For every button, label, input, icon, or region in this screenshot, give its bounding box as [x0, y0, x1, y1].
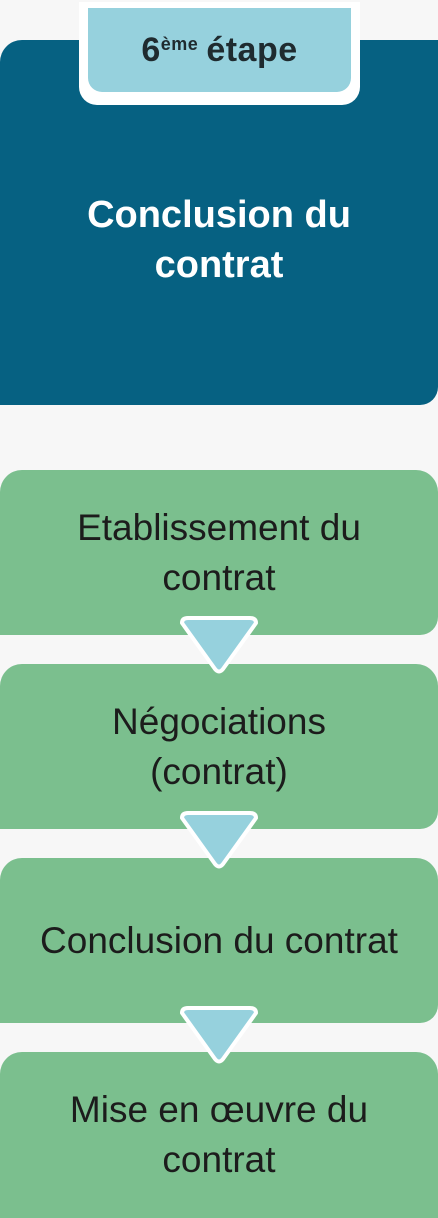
step-2-line1: Négociations: [112, 700, 326, 742]
header-title-line2: contrat: [154, 244, 284, 286]
step-1-line2: contrat: [162, 556, 276, 598]
step-box-4: Mise en œuvre du contrat: [0, 1052, 438, 1218]
step-1-line1: Etablissement du: [77, 506, 361, 548]
step-suffix: ème: [160, 33, 199, 54]
step-number: 6: [141, 30, 161, 69]
step-word: étape: [206, 30, 298, 69]
step-4-line2: contrat: [162, 1139, 276, 1180]
step-box-3: Conclusion du contrat: [0, 858, 438, 1023]
step-3-line1: Conclusion du contrat: [40, 919, 398, 961]
arrow-down-icon: [180, 811, 258, 869]
header-title: Conclusion du contrat: [0, 190, 438, 290]
arrow-down-icon: [180, 1006, 258, 1064]
arrow-down-icon: [180, 616, 258, 674]
header-title-line1: Conclusion du: [87, 194, 351, 236]
step-4-line1: Mise en œuvre du: [69, 1089, 369, 1130]
step-box-2: Négociations (contrat): [0, 664, 438, 829]
step-2-line2: (contrat): [150, 750, 288, 792]
step-box-1: Etablissement du contrat: [0, 470, 438, 635]
